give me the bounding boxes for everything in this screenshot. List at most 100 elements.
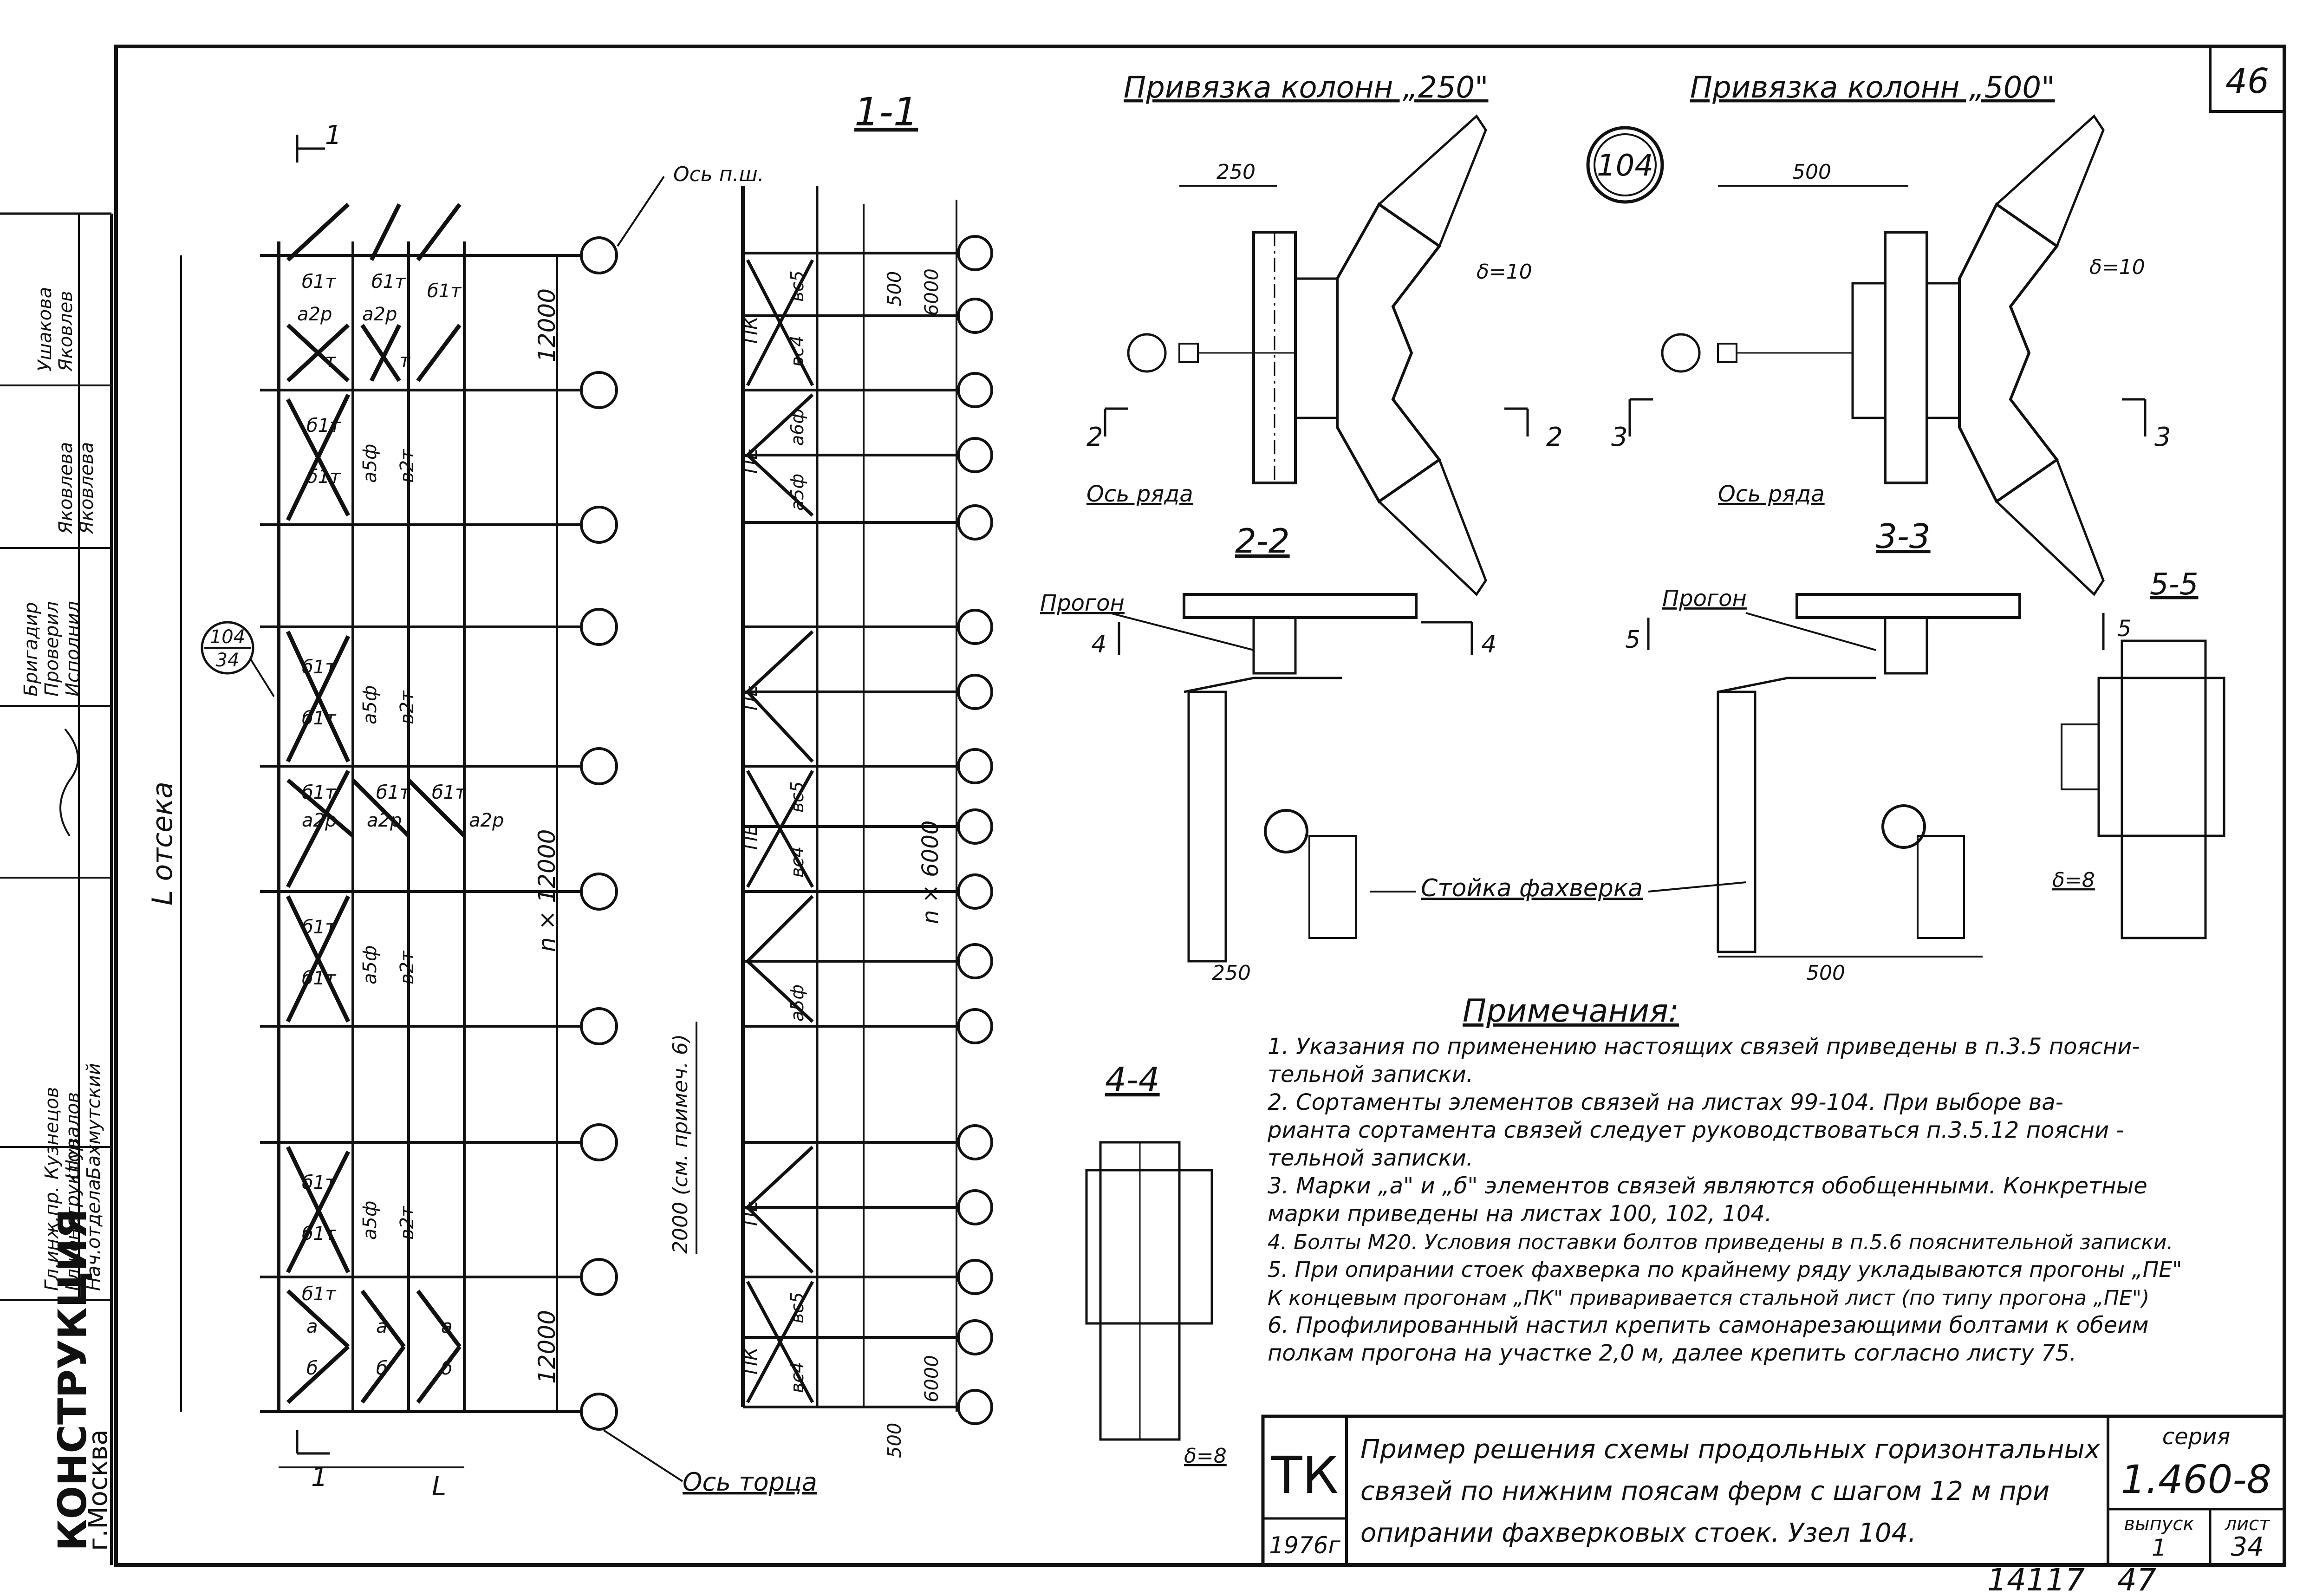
detail-250-mark-right: 2 — [1546, 422, 1563, 452]
section-2-2-purlin: Прогон — [1040, 590, 1125, 616]
brace-label-b1t: б1т — [302, 657, 337, 678]
section-5-5-plate: δ=8 — [2052, 868, 2095, 892]
brace-label-v2t: в2т — [397, 950, 418, 984]
plan-braces — [286, 202, 466, 1404]
detail-250-mark-left: 2 — [1086, 422, 1103, 452]
brace-label-b1t: б1т — [302, 1283, 337, 1305]
elev-brace-a5f: а5ф — [787, 984, 807, 1022]
sheet-number-top: 46 — [2225, 61, 2269, 101]
section-2-2-bottom-dim: 250 — [1212, 961, 1251, 985]
section-5-5: 5-5 5 δ=8 — [2052, 567, 2225, 939]
brace-label-a2r: а2р — [362, 304, 397, 325]
brace-label-a2r: а2р — [469, 810, 504, 831]
stamp-role-0: Нач.отдела — [83, 1179, 104, 1291]
notes: Примечания: 1. Указания по применению на… — [1267, 993, 2182, 1366]
detail-500-plate: δ=10 — [2089, 255, 2145, 279]
detail-250-dim: 250 — [1217, 160, 1256, 184]
brace-label-b1t: б1т — [302, 271, 337, 293]
brace-label-b1t: б1т — [302, 782, 337, 803]
brace-label-a5f: а5ф — [359, 1201, 381, 1240]
stamp-name-4: Яковлева — [55, 442, 77, 534]
issue-label: выпуск — [2124, 1513, 2194, 1535]
archive-number: 14117 — [1987, 1562, 2085, 1596]
stamp-role-2: Гл.инж.пр. — [41, 1186, 63, 1291]
brace-label-b1t: б1т — [427, 280, 462, 302]
bay-length-label: L отсека — [146, 782, 179, 905]
section-2-2: 2-2 Прогон 4 4 250 Стойка фахверка — [1040, 521, 1746, 985]
brace-label-b1t: б1т — [302, 917, 337, 938]
brace-label-b: б — [441, 1358, 453, 1379]
section-3-3-title: 3-3 — [1876, 517, 1931, 556]
brace-label-b1t: б1т — [302, 968, 337, 989]
elevation-x-braces — [746, 259, 814, 1403]
plan-dim-bottom: 12000 — [533, 1310, 560, 1384]
title-line-1: Пример решения схемы продольных горизонт… — [1360, 1434, 2101, 1465]
brace-label-v2t: в2т — [397, 1205, 418, 1240]
detail-250-title: Привязка колонн „250" — [1124, 71, 1488, 105]
end-axis-label: Ось торца — [683, 1467, 817, 1497]
elev-brace-vs4: вс4 — [787, 847, 807, 878]
elev-dim-bottom2: 500 — [884, 1423, 905, 1458]
brace-label-b1t: б1т — [302, 1223, 337, 1244]
note-line-0: 1. Указания по применению настоящих связ… — [1268, 1034, 2140, 1060]
brace-label-t: т — [399, 350, 411, 371]
series-label: серия — [2162, 1424, 2230, 1450]
elev-brace-vs5: вс5 — [787, 1292, 807, 1323]
section-3-3-cut5: 5 — [1625, 626, 1640, 654]
axis-label: Ось п.ш. — [673, 163, 764, 186]
note-line-1: тельной записки. — [1268, 1062, 1473, 1088]
brace-label-a2r: а2р — [297, 304, 332, 325]
detail-250: Привязка колонн „250" 250 δ=10 Ось ряда … — [1086, 71, 1563, 596]
stud-label: Стойка фахверка — [1421, 874, 1643, 902]
plan-dim-mid: n × 12000 — [533, 829, 560, 952]
elev-mark-4: ПЕ — [740, 1200, 761, 1226]
detail-500-dim: 500 — [1792, 160, 1831, 184]
elev-mark-0: ПК — [740, 316, 761, 344]
elev-brace-a5f: а5ф — [787, 474, 807, 511]
stamp-name-6: Яковлев — [55, 291, 77, 372]
detail-500-mark-right: 3 — [2154, 422, 2171, 452]
brace-label-b: б — [376, 1358, 388, 1379]
elevation-strip: ПК ПЕ ПЕ ПЕ ПЕ ПК вс5 вс4 а5ф а6ф вс5 вс… — [669, 186, 993, 1458]
note-line-4: тельной записки. — [1268, 1145, 1473, 1171]
section-4-4-plate: δ=8 — [1184, 1444, 1227, 1468]
section-3-3: 3-3 Прогон 5 500 — [1625, 517, 2021, 985]
section-2-2-title: 2-2 — [1235, 521, 1290, 560]
detail-250-axis: Ось ряда — [1086, 481, 1193, 507]
sheet-frame — [0, 45, 2286, 1567]
node-reference: 104 34 — [201, 621, 275, 697]
note-line-9: К концевым прогонам „ПК" приваривается с… — [1268, 1286, 2149, 1310]
span-label: L — [432, 1472, 446, 1502]
issue-value: 1 — [2152, 1534, 2166, 1561]
org-city: г.Москва — [83, 1429, 113, 1551]
signature-mark — [59, 728, 79, 837]
node-number-badge: 104 — [1586, 126, 1664, 204]
elev-note-dim: 2000 (см. примеч. 6) — [669, 1034, 692, 1254]
detail-250-plate: δ=10 — [1477, 260, 1532, 284]
stamp-name-2: Кузнецов — [41, 1087, 63, 1179]
brace-label-b1t: б1т — [306, 466, 341, 488]
brace-label-a: а — [441, 1316, 453, 1337]
brace-label-b1t: б1т — [432, 782, 467, 803]
brace-label-a2r: а2р — [302, 810, 337, 831]
section-4-4: 4-4 δ=8 — [1085, 1060, 1227, 1468]
stamp-role-1: Гл.конструктор — [62, 1139, 84, 1291]
elev-mark-3: ПЕ — [740, 824, 761, 850]
detail-500-mark-left: 3 — [1611, 422, 1628, 452]
node-ref-bottom: 34 — [216, 650, 240, 671]
plan-dim-top: 12000 — [533, 288, 560, 362]
note-line-5: 3. Марки „а" и „б" элементов связей явля… — [1268, 1173, 2147, 1199]
brace-label-b1t: б1т — [376, 782, 411, 803]
brace-label-b1t: б1т — [306, 415, 341, 436]
series-value: 1.460-8 — [2121, 1457, 2271, 1502]
detail-500-axis: Ось ряда — [1718, 481, 1825, 507]
brace-label-b1t: б1т — [302, 708, 337, 729]
brace-label-a: а — [376, 1316, 388, 1337]
brace-label-b1t: б1т — [371, 271, 406, 293]
stamp-name-5: Ушакова — [34, 287, 56, 371]
note-line-3: рианта сортамента связей следует руковод… — [1267, 1117, 2124, 1143]
note-line-8: 5. При опирании стоек фахверка по крайне… — [1268, 1257, 2182, 1282]
brace-label-a: а — [306, 1316, 318, 1337]
sheet-label: лист — [2225, 1513, 2271, 1535]
stamp-name-3: Яковлева — [76, 442, 98, 534]
